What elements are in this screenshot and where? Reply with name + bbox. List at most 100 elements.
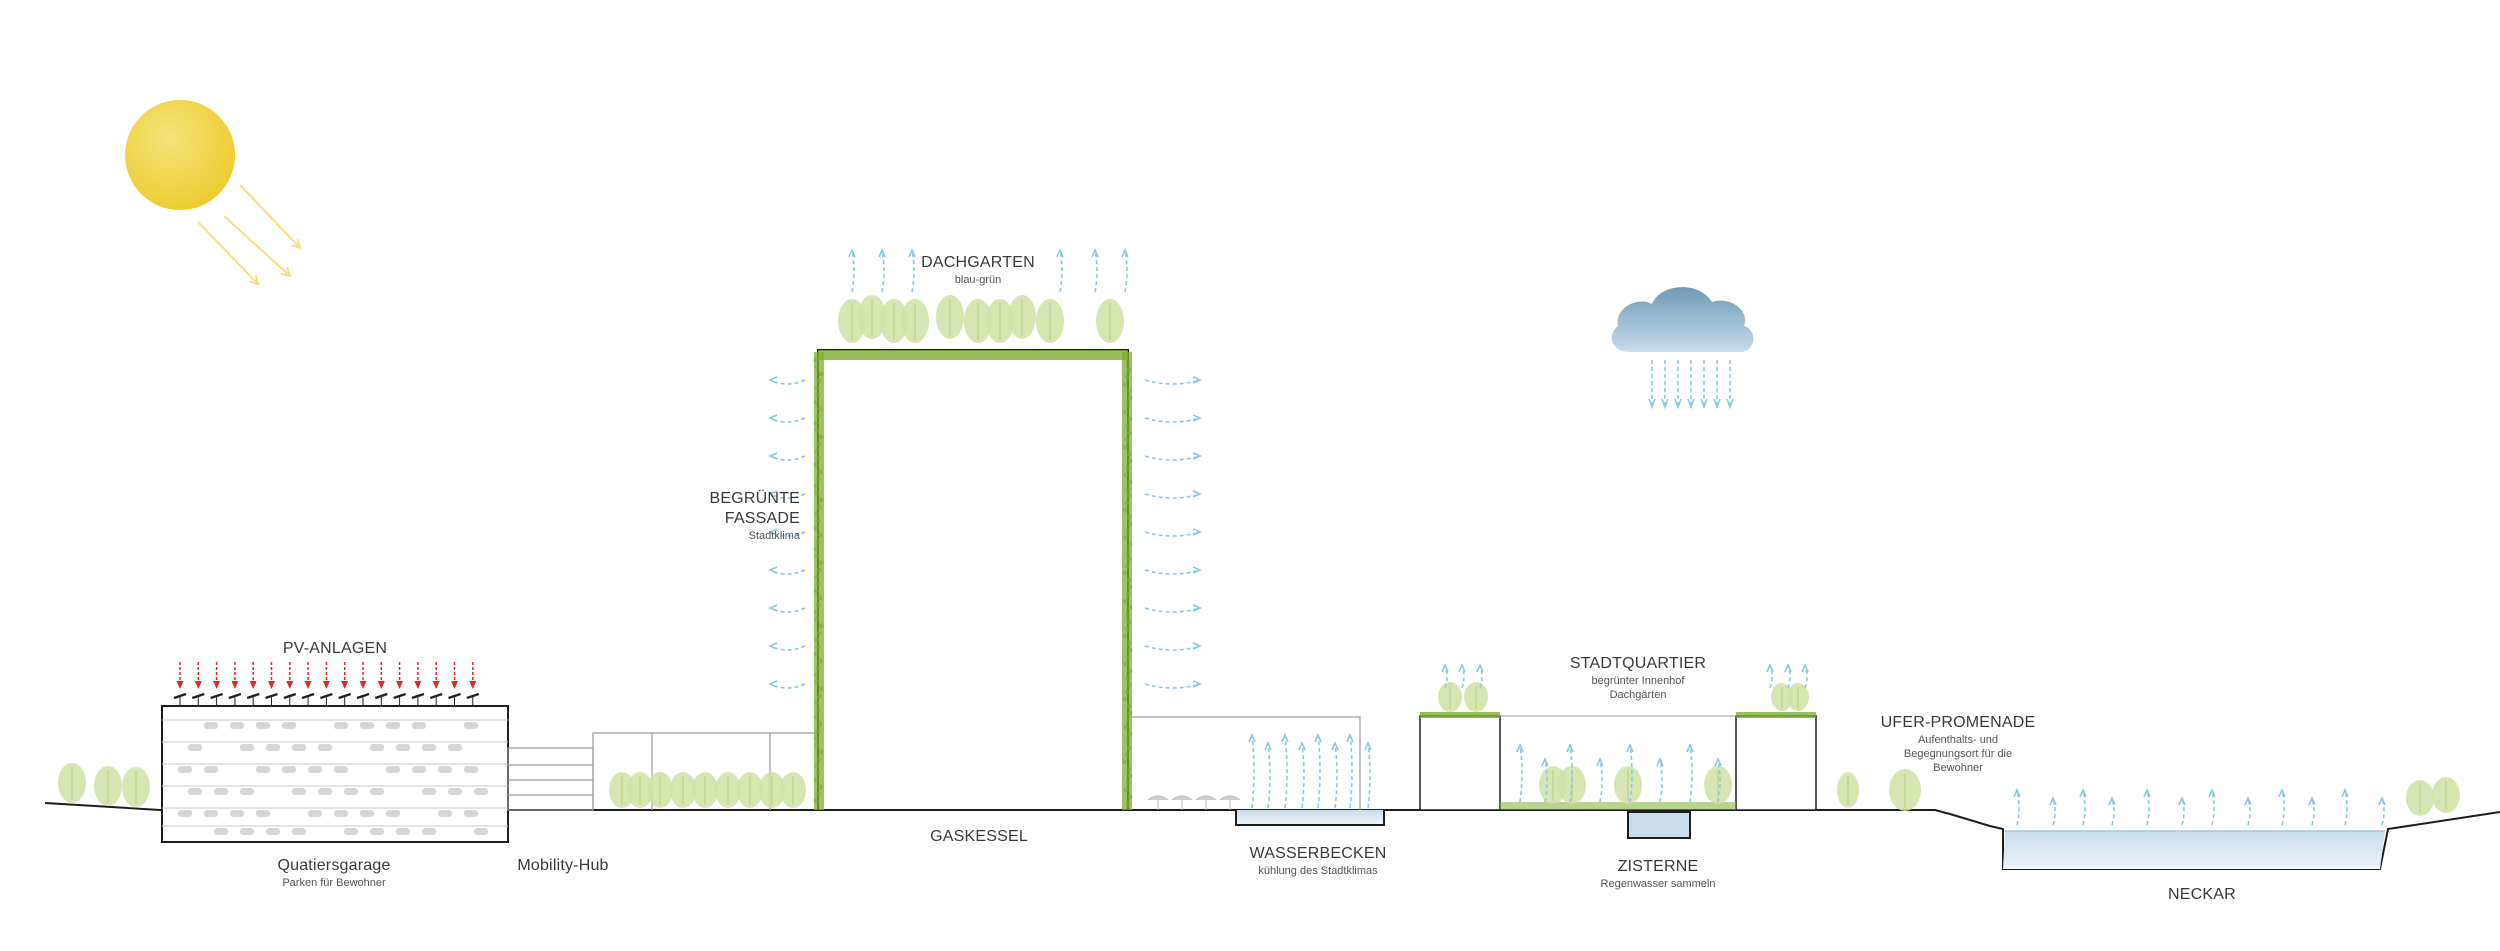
vine-leaf: [1123, 409, 1129, 415]
vine-leaf: [814, 763, 820, 769]
evaporation-arrow-icon: [1686, 742, 1694, 803]
vine-leaf: [1126, 556, 1132, 562]
zisterne-tank: [1627, 811, 1691, 839]
vine-leaf: [813, 777, 819, 783]
vine-leaf: [1126, 577, 1132, 583]
pv-arrow-icon: [194, 662, 202, 689]
car-icon: [386, 810, 400, 817]
evaporation-arrow-icon: [2244, 795, 2252, 826]
evaporation-arrow-icon: [1264, 740, 1272, 809]
vine-leaf: [813, 357, 819, 363]
vine-leaf: [1125, 591, 1131, 597]
vine-leaf: [813, 525, 819, 531]
car-icon: [422, 788, 436, 795]
tree-icon: [858, 295, 886, 339]
vine-leaf: [817, 721, 823, 727]
car-icon: [370, 744, 384, 751]
sublabel-ufer-2: Begegnungsort für die: [1903, 748, 2013, 760]
vine-leaf: [816, 504, 822, 510]
vine-leaf: [815, 728, 821, 734]
sublabel-fassade: Stadtklima: [748, 530, 800, 542]
vine-leaf: [1123, 535, 1129, 541]
label-dachgarten: DACHGARTEN: [921, 254, 1035, 271]
evaporation-arrow-icon: [767, 680, 806, 689]
sublabel-dachgarten: blau-grün: [954, 274, 1002, 286]
vine-leaf: [816, 693, 822, 699]
tree-icon: [1889, 769, 1921, 811]
quartiersgarage-building: [161, 705, 509, 843]
tree-icon: [2432, 777, 2460, 813]
label-ufer-promenade: UFER-PROMENADE: [1880, 714, 2036, 731]
parked-cars: [178, 722, 488, 835]
car-icon: [474, 788, 488, 795]
vine-leaf: [1123, 724, 1129, 730]
vine-leaf: [814, 616, 820, 622]
vine-leaf: [1124, 626, 1130, 632]
pv-arrow-icon: [377, 662, 385, 689]
sublabel-stadtquartier-2: Dachgärten: [1609, 689, 1667, 701]
wasserbecken-pool: [1235, 810, 1385, 826]
vine-leaf: [1126, 766, 1132, 772]
sublabel-quartiersgarage: Parken für Bewohner: [282, 877, 386, 889]
label-fassade-2: FASSADE: [724, 510, 800, 527]
evaporation-arrow-icon: [767, 452, 806, 461]
pv-panel-icon: [338, 692, 352, 705]
vine-leaf: [1126, 703, 1132, 709]
pv-panel-icon: [301, 692, 315, 705]
tree-icon: [1771, 683, 1793, 711]
vine-leaf: [1125, 612, 1131, 618]
vine-leaf: [1122, 444, 1128, 450]
pv-panel-icon: [265, 692, 278, 705]
vine-leaf: [1122, 633, 1128, 639]
rain-drop-icon: [1700, 360, 1708, 410]
vine-leaf: [1125, 801, 1131, 807]
tree-icon: [1837, 772, 1859, 808]
pv-arrow-icon: [469, 662, 477, 689]
car-icon: [396, 828, 410, 835]
vine-leaf: [817, 784, 823, 790]
umbrella-icon: [1147, 795, 1169, 810]
evaporation-arrow-icon: [1801, 662, 1809, 689]
vine-leaf: [1127, 647, 1133, 653]
evaporation-arrow-icon: [1784, 662, 1792, 689]
tree-icon: [670, 772, 696, 808]
pv-panel-icon: [356, 692, 370, 705]
vine-leaf: [817, 532, 823, 538]
gaskessel-tower: [814, 349, 1132, 811]
evaporation-arrow-icon: [1541, 756, 1549, 803]
car-icon: [240, 828, 254, 835]
river-neckar: [2003, 831, 2385, 869]
pv-panel-icon: [283, 692, 297, 705]
evaporation-arrow-icon: [1281, 732, 1289, 809]
car-icon: [204, 722, 218, 729]
tree-icon: [715, 772, 741, 808]
car-icon: [448, 788, 462, 795]
car-icon: [266, 828, 280, 835]
vine-leaf: [1125, 675, 1131, 681]
vine-leaf: [817, 406, 823, 412]
car-icon: [448, 744, 462, 751]
evaporation-arrow-icon: [767, 528, 806, 537]
pv-arrow-icon: [231, 662, 239, 689]
evaporation-arrow-icon: [1458, 662, 1466, 689]
tree-icon: [986, 299, 1014, 343]
evaporation-arrow-icon: [2278, 787, 2286, 826]
pv-panel-icon: [173, 692, 187, 705]
vine-leaf: [1127, 416, 1133, 422]
tree-icon: [1614, 766, 1642, 804]
vine-leaf: [816, 630, 822, 636]
car-icon: [464, 810, 478, 817]
evaporation-arrow-icon: [1144, 680, 1203, 689]
tree-icon: [647, 772, 673, 808]
tree-icon: [609, 772, 635, 808]
vine-leaf: [1125, 486, 1131, 492]
evaporation-arrow-icon: [767, 414, 806, 423]
evaporation-arrow-icon: [1441, 662, 1449, 689]
evaporation-arrow-icon: [2143, 787, 2151, 826]
car-icon: [412, 722, 426, 729]
sublabel-wasserbecken: kühlung des Stadtklimas: [1258, 865, 1378, 877]
vine-leaf: [1124, 752, 1130, 758]
pv-arrow-icon: [213, 662, 221, 689]
car-icon: [292, 788, 306, 795]
